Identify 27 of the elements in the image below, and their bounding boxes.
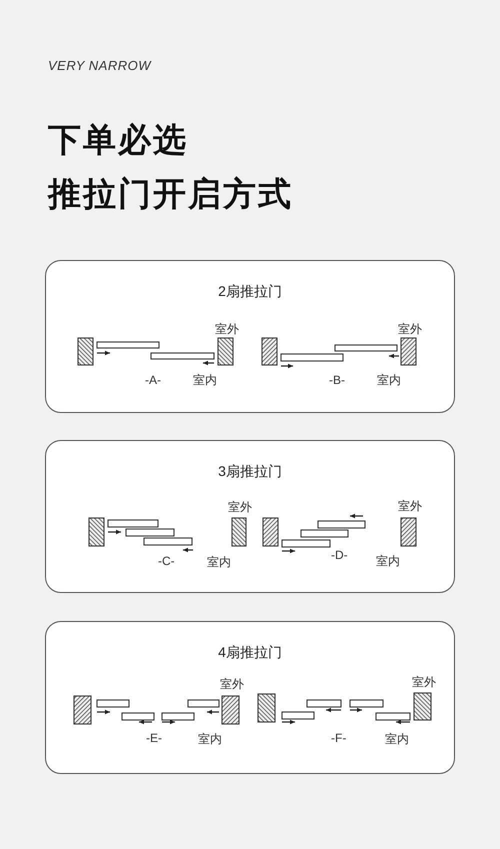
indoor-label: 室内 xyxy=(193,374,217,388)
outdoor-label: 室外 xyxy=(215,323,239,336)
outdoor-label: 室外 xyxy=(220,678,244,692)
diagram-card xyxy=(45,260,455,413)
indoor-label: 室内 xyxy=(385,733,409,746)
outdoor-label: 室外 xyxy=(412,676,436,690)
page-heading: 下单必选 xyxy=(48,122,188,158)
indoor-label: 室内 xyxy=(198,733,222,746)
diagram-letter: -E- xyxy=(146,732,162,746)
outdoor-label: 室外 xyxy=(398,323,422,336)
outdoor-label: 室外 xyxy=(228,501,252,514)
outdoor-label: 室外 xyxy=(398,500,422,514)
indoor-label: 室内 xyxy=(376,555,400,568)
diagram-letter: -A- xyxy=(145,374,161,388)
card-heading: 3扇推拉门 xyxy=(218,463,282,479)
indoor-label: 室内 xyxy=(377,374,401,388)
brand-tagline: VERY NARROW xyxy=(48,59,152,74)
page-heading: 推拉门开启方式 xyxy=(48,176,293,212)
diagram-letter: -B- xyxy=(329,374,345,388)
diagram-card xyxy=(45,440,455,593)
diagram-letter: -F- xyxy=(331,732,346,746)
diagram-letter: -C- xyxy=(158,555,175,568)
diagram-letter: -D- xyxy=(331,549,348,562)
diagram-card xyxy=(45,621,455,774)
card-heading: 2扇推拉门 xyxy=(218,283,282,299)
indoor-label: 室内 xyxy=(207,556,231,570)
card-heading: 4扇推拉门 xyxy=(218,644,282,660)
